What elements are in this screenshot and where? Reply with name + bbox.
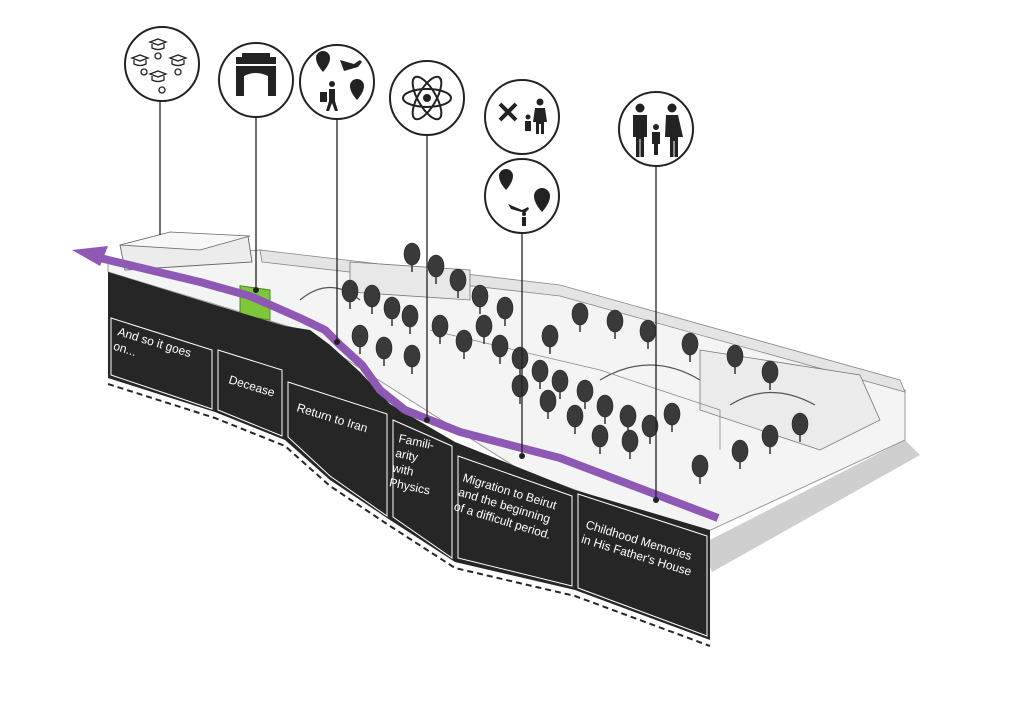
site-back-wall [259, 249, 906, 393]
tree [761, 424, 779, 454]
leader-dot [519, 453, 525, 459]
icons [124, 26, 694, 234]
tree [596, 394, 614, 424]
vault-roof-2 [729, 391, 816, 406]
panel-return-to-iran [285, 326, 390, 520]
tree [449, 268, 467, 298]
leader-dot [334, 339, 340, 345]
tree [475, 314, 493, 344]
tree [551, 369, 569, 399]
frame-childhood [577, 493, 708, 637]
graduation-cap-group-icon [124, 26, 200, 102]
tree [471, 284, 489, 314]
vault-roof [599, 364, 701, 381]
leader-dot [424, 417, 430, 423]
panel-decease [215, 305, 285, 440]
frame-return-to-iran [287, 381, 388, 517]
panel-physics [390, 404, 455, 562]
tree [511, 346, 529, 376]
building-block-right [699, 349, 881, 451]
tree [731, 439, 749, 469]
ground-shadow [700, 440, 920, 572]
timeline-arrowhead [72, 246, 108, 266]
leader-dots [253, 287, 659, 503]
tree [621, 429, 639, 459]
tree [591, 424, 609, 454]
leader-dot [253, 287, 259, 293]
tree [791, 412, 809, 442]
tree [663, 402, 681, 432]
tree [496, 296, 514, 326]
tree [491, 334, 509, 364]
leader-lines [159, 101, 657, 500]
tree [375, 336, 393, 366]
building-roof-left [119, 231, 251, 251]
tree [761, 360, 779, 390]
tree [351, 324, 369, 354]
panel-and-so-it-goes [108, 272, 215, 412]
tree [566, 404, 584, 434]
panel-migration [455, 442, 575, 590]
label-physics: Famili- arity with Physics [387, 431, 441, 498]
tree [641, 414, 659, 444]
tree [541, 324, 559, 354]
travel-return-icon [299, 44, 375, 120]
tree [576, 379, 594, 409]
panel-childhood [575, 490, 710, 640]
tree [539, 389, 557, 419]
tree [401, 304, 419, 334]
tree [681, 332, 699, 362]
separation-family-icon [484, 79, 560, 155]
frame-migration [457, 455, 573, 587]
migration-travel-icon [484, 158, 560, 234]
tree [427, 254, 445, 284]
tree [455, 329, 473, 359]
tree [571, 302, 589, 332]
tree [726, 344, 744, 374]
tree [403, 242, 421, 272]
tree [431, 314, 449, 344]
leader-dot [653, 497, 659, 503]
tree [511, 374, 529, 404]
tree [606, 309, 624, 339]
panel-dashed-edge [107, 383, 711, 647]
frame-physics [392, 419, 453, 559]
tree [403, 344, 421, 374]
timeline-arrow [72, 246, 720, 522]
tree [383, 296, 401, 326]
timeline-path [99, 254, 720, 522]
family-icon [618, 91, 694, 167]
mausoleum-icon [218, 42, 294, 118]
tree [341, 279, 359, 309]
atom-icon [389, 60, 465, 136]
frame-decease [217, 349, 283, 437]
tree [363, 284, 381, 314]
tree-group [341, 242, 809, 484]
tree [691, 454, 709, 484]
section-panels [107, 272, 711, 647]
tree [531, 359, 549, 389]
frame-and-so-it-goes [110, 317, 213, 410]
